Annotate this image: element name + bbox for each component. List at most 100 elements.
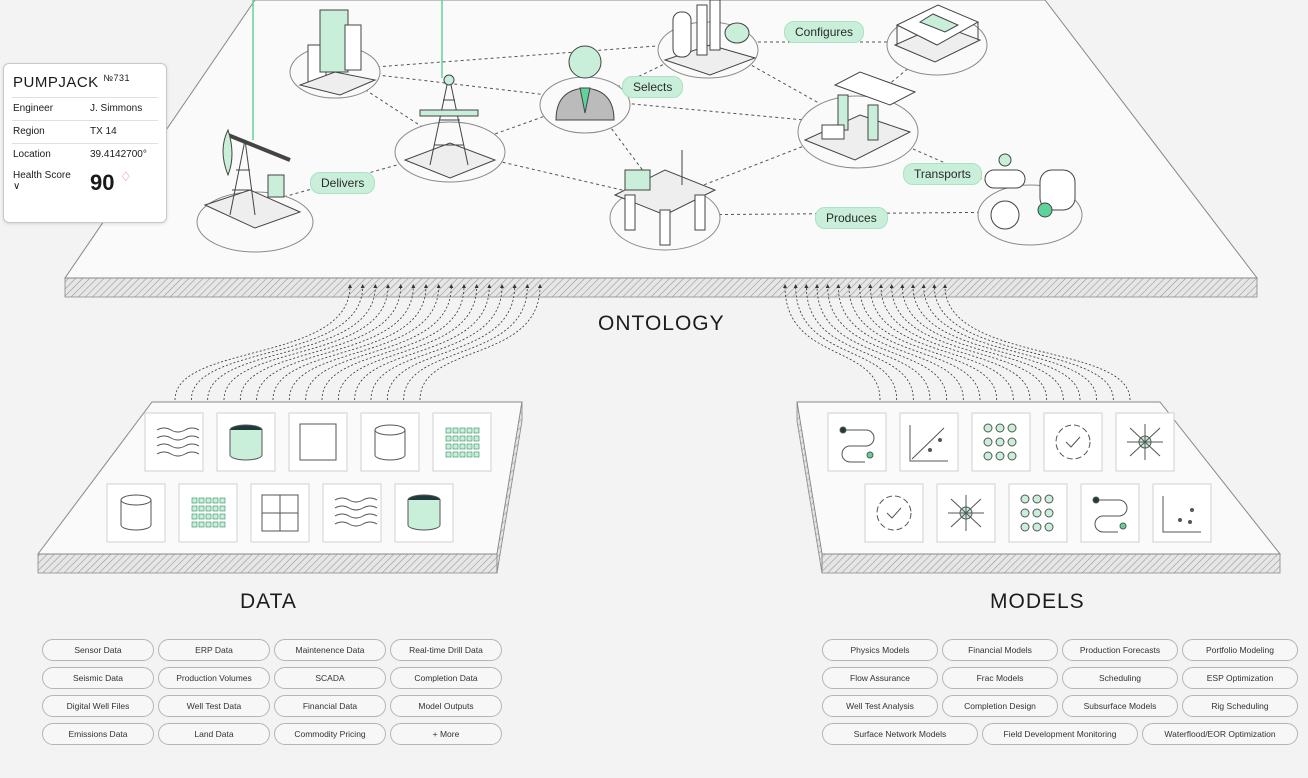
relation-produces: Produces: [815, 207, 888, 229]
square-icon: [299, 423, 337, 461]
data-to-ontology-arrows: [174, 284, 542, 401]
money-stack-icon: [893, 4, 982, 63]
pumpjack-icon: [203, 128, 302, 229]
scatter-plot-icon: [909, 425, 948, 462]
data_sources-pill[interactable]: Production Volumes: [158, 667, 270, 689]
connection-arrow: [190, 284, 365, 401]
ontology-title: ONTOLOGY: [598, 312, 725, 335]
data_sources-pill[interactable]: Well Test Data: [158, 695, 270, 717]
data_sources-pill[interactable]: + More: [390, 723, 502, 745]
flow-path-icon: [839, 426, 875, 463]
data_sources-pill[interactable]: Emissions Data: [42, 723, 154, 745]
node-grid-icon-2: [1020, 494, 1054, 532]
grid-dots-icon-2: [191, 497, 226, 528]
connection-arrow: [256, 284, 416, 401]
data_sources-pill[interactable]: SCADA: [274, 667, 386, 689]
card-title: PUMPJACK №731: [13, 73, 131, 91]
database-outline-icon-2: [120, 494, 152, 531]
models-pill[interactable]: Flow Assurance: [822, 667, 938, 689]
models-pill[interactable]: Subsurface Models: [1062, 695, 1178, 717]
relation-selects: Selects: [622, 76, 684, 98]
models-pill[interactable]: Field Development Monitoring: [982, 723, 1138, 745]
offshore-platform-icon: [613, 150, 717, 246]
connection-arrow: [288, 284, 441, 401]
connection-arrow: [272, 284, 428, 401]
oil-derrick-icon: [403, 74, 497, 179]
data_sources-pill[interactable]: Financial Data: [274, 695, 386, 717]
location-label: Location: [13, 149, 51, 160]
models-pill[interactable]: Production Forecasts: [1062, 639, 1178, 661]
connection-arrow: [804, 284, 914, 401]
connection-arrow: [868, 284, 1014, 401]
models-pill[interactable]: Surface Network Models: [822, 723, 978, 745]
connection-arrow: [239, 284, 403, 401]
connection-arrow: [815, 284, 931, 401]
data_sources-pill[interactable]: Model Outputs: [390, 695, 502, 717]
connection-arrow: [911, 284, 1081, 401]
data_sources-pill[interactable]: Commodity Pricing: [274, 723, 386, 745]
models-pill[interactable]: Rig Scheduling: [1182, 695, 1298, 717]
models-pill[interactable]: Financial Models: [942, 639, 1058, 661]
model-tile-icons: [839, 423, 1201, 533]
models-pill[interactable]: Well Test Analysis: [822, 695, 938, 717]
data_sources-pill[interactable]: Digital Well Files: [42, 695, 154, 717]
gear-check-icon: [1055, 424, 1091, 460]
region-label: Region: [13, 126, 45, 137]
data-tiles: [106, 412, 492, 543]
waves-icon: [156, 427, 200, 457]
node-illustrations: [203, 0, 1076, 246]
region-value: TX 14: [90, 126, 117, 137]
connection-arrow: [932, 284, 1114, 401]
connection-arrow: [836, 284, 964, 401]
connection-arrow: [783, 284, 881, 401]
node-grid-icon: [983, 423, 1017, 461]
models-to-ontology-arrows: [783, 284, 1131, 401]
data_sources-pill[interactable]: Real-time Drill Data: [390, 639, 502, 661]
card-number: №731: [103, 73, 131, 83]
network-node-icon: [1127, 424, 1163, 460]
models-pill[interactable]: Frac Models: [942, 667, 1058, 689]
engineer-value: J. Simmons: [90, 103, 143, 114]
data_sources-pill[interactable]: Maintenence Data: [274, 639, 386, 661]
gear-check-icon-2: [876, 495, 912, 531]
models-pill[interactable]: Completion Design: [942, 695, 1058, 717]
connection-arrow: [386, 284, 517, 401]
data_sources-pill[interactable]: Completion Data: [390, 667, 502, 689]
models-title: MODELS: [990, 590, 1085, 613]
connection-arrow: [305, 284, 454, 401]
diamond-outline-icon: ♢: [120, 169, 132, 184]
models-pill[interactable]: ESP Optimization: [1182, 667, 1298, 689]
four-squares-icon: [261, 494, 299, 532]
connection-arrow: [370, 284, 504, 401]
connection-arrow: [921, 284, 1098, 401]
relation-transports: Transports: [903, 163, 982, 185]
connection-arrow: [403, 284, 530, 401]
data-tile-icons: [120, 423, 480, 532]
grid-dots-icon: [445, 427, 480, 458]
waves-icon-2: [334, 497, 378, 527]
models-pill[interactable]: Scheduling: [1062, 667, 1178, 689]
data_sources-pill[interactable]: Sensor Data: [42, 639, 154, 661]
location-value: 39.4142700°: [90, 149, 147, 160]
flow-path-icon-2: [1092, 496, 1128, 533]
connection-arrow: [879, 284, 1031, 401]
models-pill[interactable]: Waterflood/EOR Optimization: [1142, 723, 1298, 745]
database-icon: [229, 424, 263, 461]
buildings-icon: [298, 9, 377, 96]
connection-arrow: [174, 284, 352, 401]
models-pill[interactable]: Portfolio Modeling: [1182, 639, 1298, 661]
connection-arrow: [889, 284, 1048, 401]
data_sources-pill[interactable]: Land Data: [158, 723, 270, 745]
connection-arrow: [419, 284, 542, 401]
models-pill[interactable]: Physics Models: [822, 639, 938, 661]
health-score-label[interactable]: Health Score ∨: [13, 170, 71, 192]
data_sources-pill[interactable]: Seismic Data: [42, 667, 154, 689]
relation-delivers: Delivers: [310, 172, 376, 194]
data_sources-pill[interactable]: ERP Data: [158, 639, 270, 661]
connection-arrow: [223, 284, 390, 401]
connection-arrow: [900, 284, 1064, 401]
